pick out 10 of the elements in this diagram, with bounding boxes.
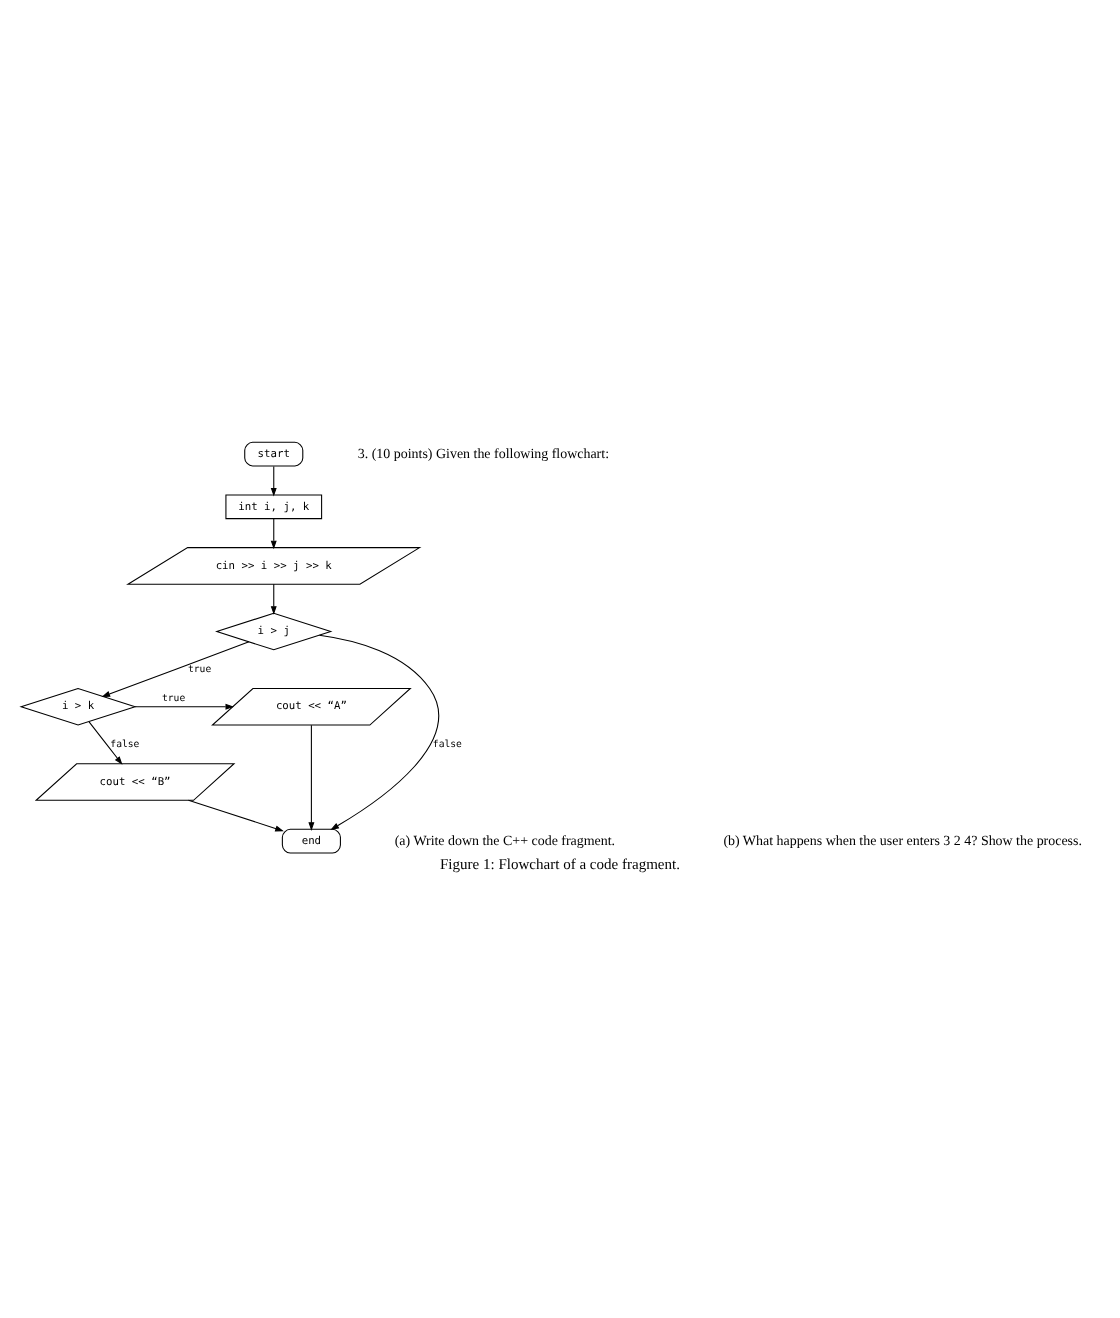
arrow xyxy=(308,723,315,830)
caption: Figure 1: Flowchart of a code fragment. xyxy=(439,854,681,873)
arrow xyxy=(88,720,123,764)
arrow xyxy=(270,517,277,549)
arrow xyxy=(101,640,250,696)
arrow xyxy=(270,464,277,496)
arrow xyxy=(187,798,284,831)
arrow xyxy=(270,582,277,614)
arrow xyxy=(318,633,440,829)
arrow xyxy=(134,702,235,709)
